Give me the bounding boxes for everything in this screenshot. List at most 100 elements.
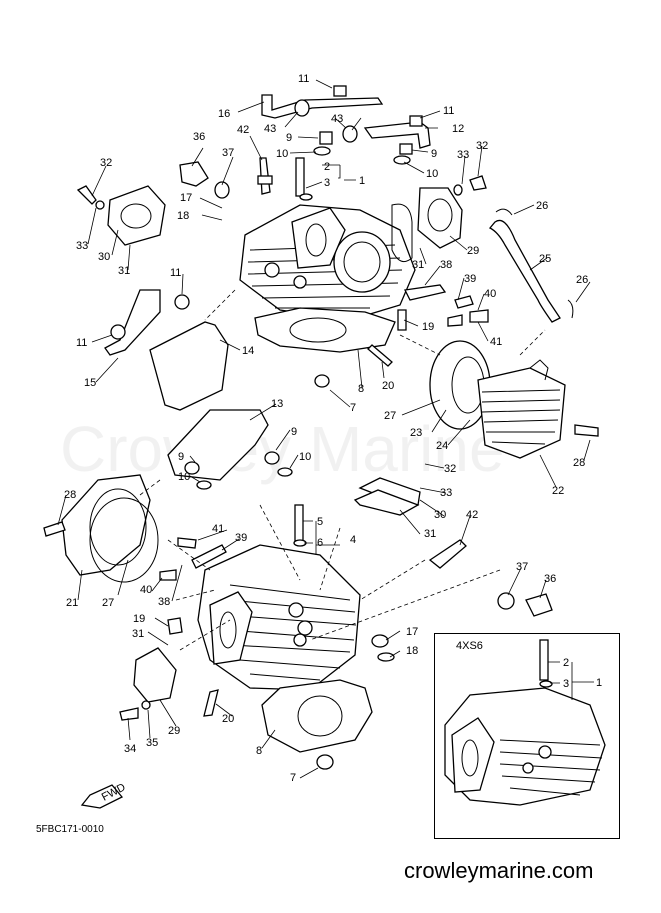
callout-43: 43 [331,113,343,125]
spark-plug [428,539,467,569]
rear-head-gasket [254,307,396,353]
callout-36: 36 [544,573,556,585]
callout-34: 34 [124,743,136,755]
callout-11: 11 [443,105,454,117]
callout-18: 18 [177,210,189,222]
callout-41: 41 [212,523,224,535]
washer [214,181,230,199]
callout-1: 1 [596,677,602,689]
bolt [574,424,599,437]
breather-pipe [488,219,561,323]
callout-40: 40 [140,584,152,596]
callout-8: 8 [358,383,364,395]
callout-33: 33 [76,240,88,252]
callout-41: 41 [490,336,502,348]
callout-32: 32 [476,140,488,152]
callout-33: 33 [440,487,452,499]
callout-1: 1 [359,175,365,187]
callout-42: 42 [466,509,478,521]
callout-11: 11 [170,267,181,279]
bracket-14 [149,321,229,411]
diagram-code: 5FBC171-0010 [36,824,104,835]
callout-3: 3 [324,177,330,189]
dowel-pin [316,754,334,770]
union-bolt [525,593,553,617]
callout-16: 16 [218,108,230,120]
callout-29: 29 [168,725,180,737]
callout-37: 37 [516,561,528,573]
callout-31: 31 [118,265,130,277]
cover-29 [417,187,463,249]
bolt [469,309,489,323]
bracket-15 [104,289,161,356]
callout-8: 8 [256,745,262,757]
website-link[interactable]: crowleymarine.com [404,858,594,883]
washer [393,155,411,165]
stud-bolt [367,344,393,367]
callout-10: 10 [276,148,288,160]
inset-head [444,639,606,806]
callout-33: 33 [457,149,469,161]
nut [399,143,413,155]
callout-31: 31 [412,259,424,271]
callout-21: 21 [66,597,78,609]
callout-20: 20 [222,713,234,725]
callout-40: 40 [484,288,496,300]
callout-3: 3 [563,678,569,690]
front-cylinder-head [197,544,361,691]
valve-guide [294,504,304,542]
callout-7: 7 [350,402,356,414]
bolt [447,314,463,327]
callout-22: 22 [552,485,564,497]
callout-18: 18 [406,645,418,657]
callout-24: 24 [436,440,448,452]
callout-28: 28 [64,489,76,501]
dowel-pin [314,374,330,388]
leader-lines [57,79,594,779]
callout-13: 13 [271,398,283,410]
cylinder [477,367,566,459]
callout-10: 10 [178,471,190,483]
callout-26: 26 [576,274,588,286]
bolt [469,175,487,191]
bolt [159,569,177,581]
callout-35: 35 [146,737,158,749]
callout-25: 25 [539,253,551,265]
callout-38: 38 [440,259,452,271]
callout-32: 32 [100,157,112,169]
inset-frame [434,633,620,839]
callout-29: 29 [467,245,479,257]
bolt-19 [167,617,183,635]
callout-27: 27 [384,410,396,422]
callout-10: 10 [426,168,438,180]
cylinder-side-cover [61,474,151,576]
collar [342,125,358,143]
callout-labels: 11 16 43 9 10 42 37 36 2 3 1 11 12 43 9 … [64,73,602,784]
washer [497,592,515,610]
front-head-gasket [261,679,373,753]
union-bolt [179,161,209,187]
bolt-19 [397,309,407,331]
callout-7: 7 [290,772,296,784]
callout-20: 20 [382,380,394,392]
valve-guide [295,157,305,197]
bolt [119,707,139,721]
washer [313,146,331,156]
callout-2: 2 [324,161,330,173]
nut [409,115,423,127]
bracket-13 [167,409,269,481]
callout-17: 17 [180,192,192,204]
callout-19: 19 [422,321,434,333]
callout-27: 27 [102,597,114,609]
callout-15: 15 [84,377,96,389]
bracket-39 [191,544,227,569]
callout-43: 43 [264,123,276,135]
callout-23: 23 [410,427,422,439]
callout-39: 39 [235,532,247,544]
tappet-cover [107,185,166,246]
callout-5: 5 [317,516,323,528]
callout-10: 10 [299,451,311,463]
bolt [454,295,474,309]
callout-30: 30 [98,251,110,263]
